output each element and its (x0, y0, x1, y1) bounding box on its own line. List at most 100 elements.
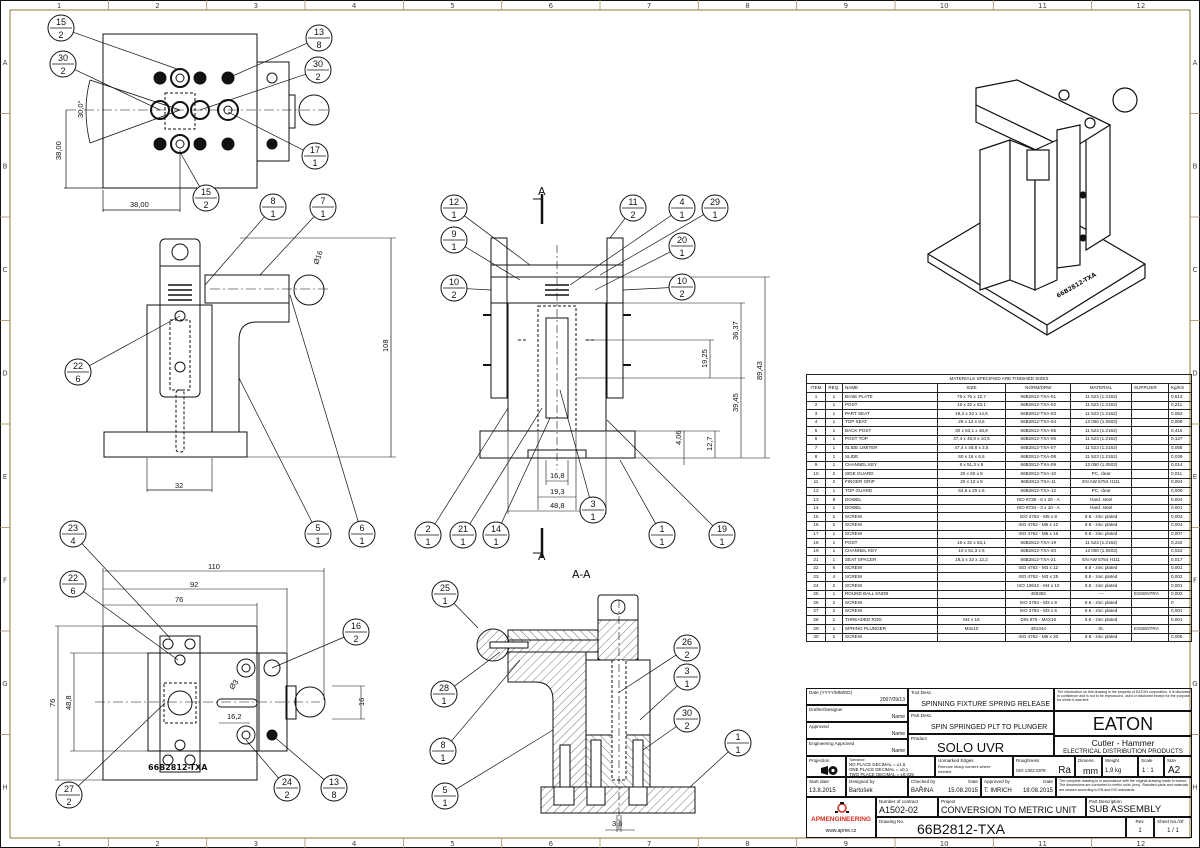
balloon-item-number: 14 (491, 524, 501, 534)
bom-cell-norm-drw: 66B2812-TXA-06 (1005, 434, 1072, 445)
balloon-quantity: 1 (442, 798, 447, 808)
balloon-item-number: 22 (68, 573, 78, 583)
item-balloon: 102 (622, 273, 696, 301)
bom-cell-supplier (1131, 426, 1169, 436)
balloon-quantity: 2 (203, 200, 208, 210)
bom-cell-size: 60 x 16 x 6,6 (936, 452, 1007, 462)
bom-cell-supplier (1131, 555, 1169, 565)
zone-column-label: 12 (1136, 2, 1145, 10)
balloon-quantity: 1 (735, 745, 740, 755)
bom-cell-norm-drw: 66B2812-TXA-03 (1005, 409, 1072, 419)
leader-line (609, 218, 626, 239)
bom-cell-name: SCREW (841, 520, 938, 531)
item-balloon: 162 (271, 618, 370, 669)
bottom-view (55, 568, 365, 781)
bom-cell-req-: 4 (824, 572, 843, 583)
projection-label: Projection (809, 758, 830, 763)
bom-cell-size: 76 x 76 x 12,7 (936, 392, 1007, 402)
dim-text: 36,37 (731, 321, 740, 340)
slide-section (507, 629, 599, 641)
approved-by-label: Approved by (984, 779, 1010, 784)
bom-cell-name: SCREW (841, 598, 938, 608)
dim-text: 19,25 (700, 349, 709, 368)
projection-cell: Projection (806, 756, 846, 777)
approved-by-cell: Approved by Date T. IMRICH 18.08.2015 (981, 777, 1056, 797)
zone-row-label: H (2, 783, 7, 791)
zone-row-label: D (2, 369, 7, 377)
project-cell: Project CONVERSION TO METRIC UNIT (938, 797, 1086, 817)
balloon-item-number: 9 (451, 229, 456, 239)
leader-line (227, 42, 308, 79)
bom-cell-item: 28 (806, 615, 826, 626)
balloon-quantity: 1 (359, 536, 364, 546)
bom-cell-item: 5 (806, 426, 826, 436)
balloon-item-number: 6 (359, 523, 364, 533)
leader-line (464, 215, 531, 266)
balloon-item-number: 17 (310, 145, 320, 155)
balloon-quantity: 1 (451, 210, 456, 220)
bom-cell-supplier (1131, 503, 1169, 514)
bom-cell-name: DOWEL (841, 503, 938, 514)
item-balloon: 31 (559, 389, 607, 524)
bom-cell-material: 8.8 - zinc plated (1070, 581, 1133, 591)
bom-cell-req-: 1 (824, 503, 843, 514)
dimens-cell: Dimens. mm (1075, 756, 1102, 777)
bom-cell-supplier (1131, 469, 1169, 479)
section-marker: A (538, 550, 546, 563)
bom-cell-kg-ks: 0,058 (1167, 443, 1193, 454)
leader-line (73, 31, 181, 71)
balloon-quantity: 2 (451, 290, 456, 300)
bom-cell-req-: 1 (824, 486, 843, 497)
zone-row-label: B (3, 162, 8, 170)
bom-cell-norm-drw: ISO 4762 - M3 x 12 (1005, 563, 1072, 574)
balloon-item-number: 30 (313, 59, 323, 69)
zone-row-label: H (1192, 783, 1197, 791)
bom-header-supplier: SUPPLIER (1131, 383, 1169, 393)
balloon-quantity: 2 (58, 30, 63, 40)
bom-cell-material: 8.8 - zinc plated (1070, 632, 1133, 643)
bom-cell-norm-drw: ISO 4762 - M3 x 25 (1005, 572, 1072, 583)
balloon-quantity: 1 (679, 248, 684, 258)
leader-line (569, 215, 672, 286)
zone-row-label: A (1193, 59, 1198, 67)
bom-cell-req-: 1 (824, 452, 843, 462)
weight-cell: Weight 1,9 kg (1102, 756, 1138, 777)
conversion-note: The complete drawing is in accordance wi… (1059, 779, 1189, 792)
bom-cell-kg-ks: 0,008 (1167, 417, 1193, 428)
item-balloon: 152 (179, 151, 220, 212)
bom-cell-material: St. (1070, 624, 1133, 634)
bom-cell-item: 4 (806, 417, 826, 428)
product: SOLO UVR (937, 740, 1005, 755)
item-balloon: 138 (227, 24, 333, 79)
bom-cell-norm-drw: ISO 4762 - M5 x 20 (1005, 632, 1072, 643)
zone-column-label: 7 (647, 2, 651, 10)
bom-caption: MATERIALS SPECIFIED ARE FINISHED SIZES (806, 374, 1192, 384)
balloon-item-number: 10 (449, 277, 459, 287)
back-post (205, 274, 290, 432)
bom-cell-req-: 1 (824, 615, 843, 626)
bom-cell-req-: 2 (824, 469, 843, 479)
bom-cell-name: SIDE GUARD (841, 469, 938, 479)
bom-cell-supplier (1131, 434, 1169, 445)
eng-approved-label: Engineering Approved (809, 741, 855, 746)
bom-cell-supplier (1131, 632, 1169, 643)
zone-column-label: 6 (549, 2, 554, 10)
zone-column-label: 1 (57, 2, 61, 10)
bom-cell-size (936, 495, 1007, 505)
zone-row-label: G (2, 680, 7, 688)
bom-cell-kg-ks: 0,007 (1167, 529, 1193, 540)
balloon-item-number: 8 (270, 196, 275, 206)
zone-row-label: C (1193, 266, 1198, 274)
bom-cell-item: 1 (806, 392, 826, 402)
bom-cell-req-: 2 (824, 520, 843, 531)
bom-cell-item: 27 (806, 606, 826, 617)
balloon-item-number: 3 (684, 666, 689, 676)
bom-cell-supplier (1131, 477, 1169, 488)
balloon-item-number: 3 (590, 499, 595, 509)
balloon-quantity: 2 (630, 210, 635, 220)
bom-cell-kg-ks: 0,009 (1167, 486, 1193, 497)
bom-cell-name: BACK POST (841, 426, 938, 436)
